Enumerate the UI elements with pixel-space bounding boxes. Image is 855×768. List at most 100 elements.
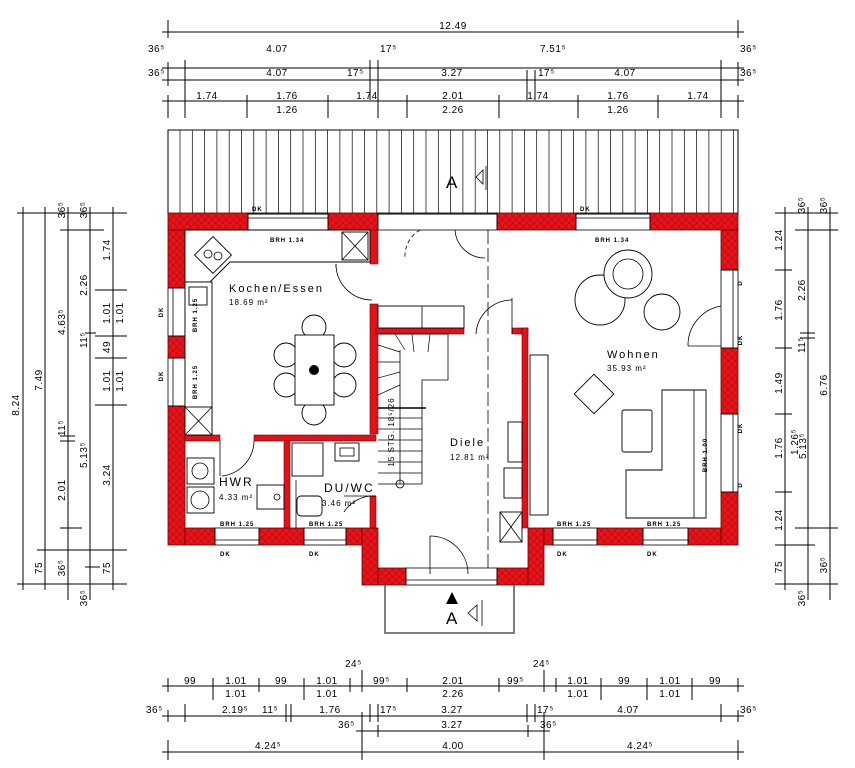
stair-tread — [377, 371, 401, 379]
dim-text: 4.24⁵ — [627, 741, 653, 752]
window-label: DK — [557, 552, 568, 558]
section-marker-label: A — [446, 173, 458, 192]
room-area-kitchen: 18.69 m² — [229, 298, 269, 307]
dim-text: 24⁵ — [533, 659, 550, 670]
dim-text: 11⁵ — [79, 332, 90, 348]
dim-text: 1.76 — [774, 437, 785, 458]
dim-text: 24⁵ — [345, 659, 362, 670]
dim-text: 1.49 — [774, 372, 785, 393]
dim-text: 1.26 — [276, 105, 297, 116]
windows — [167, 212, 739, 586]
dim-text: 1.01 — [102, 302, 113, 323]
window-label: DK — [252, 207, 263, 213]
dim-text: 99⁵ — [373, 676, 390, 687]
dim-text: 1.01 — [659, 689, 680, 700]
dim-text: 7.51⁵ — [540, 44, 566, 55]
dim-text: 2.26 — [442, 105, 463, 116]
room-name-kitchen: Kochen/Essen — [229, 283, 324, 295]
window-label: DK — [309, 552, 320, 558]
dim-text: 36⁵ — [740, 705, 757, 716]
window-label: BRH 1.00 — [703, 438, 709, 472]
roof-overhang — [167, 129, 739, 215]
window-label: DK — [580, 207, 591, 213]
dim-text: 1.74 — [687, 91, 708, 102]
dim-text: 1.01 — [567, 689, 588, 700]
dim-text: 17⁵ — [380, 44, 397, 55]
dim-text: 1.01 — [115, 370, 126, 391]
dim-text: 99 — [618, 676, 630, 687]
window-label: DK — [647, 552, 658, 558]
top-dimensions: 12.49 36⁵ 4.07 17⁵ 7.51⁵ 36⁵ 36⁵ 4.07 17… — [148, 20, 756, 118]
dim-overall-width: 12.49 — [439, 21, 467, 32]
window-labels: DK BRH 1.34 DK BRH 1.34 DK DK BRH 1.25 B… — [159, 207, 744, 558]
stair-label: 15 STG. 18⁵/26 — [387, 397, 396, 466]
dim-text: 99 — [709, 676, 721, 687]
section-marker-label: A — [446, 609, 458, 628]
dim-text: 36⁵ — [148, 44, 165, 55]
dim-text: 1.24 — [774, 509, 785, 530]
dim-text: 4.07 — [266, 44, 287, 55]
dim-text: 36⁵ — [79, 590, 90, 607]
dim-text: 2.19⁵ — [222, 705, 248, 716]
dim-text: 36⁵ — [146, 705, 163, 716]
window-label: BRH 1.34 — [270, 238, 304, 244]
dim-text: 1.01 — [102, 370, 113, 391]
dim-text: 1.01 — [659, 676, 680, 687]
dim-text: 36⁵ — [819, 197, 830, 214]
bottom-dimensions: 99 1.01 99 1.01 24⁵ 99⁵ 2.01 99⁵ 24⁵ 1.0… — [146, 659, 757, 760]
room-name-bath: DU/WC — [324, 481, 375, 495]
dim-text: 2.26 — [79, 274, 90, 295]
dim-text: 36⁵ — [79, 202, 90, 219]
living-furniture — [573, 249, 707, 519]
dim-text: 11⁵ — [797, 337, 808, 353]
sink-icon — [188, 286, 208, 306]
dim-text: 8.24 — [11, 394, 22, 415]
dim-text: 3.27 — [441, 68, 462, 79]
bathroom-furniture — [291, 442, 360, 528]
window-label: BRH 1.25 — [647, 522, 681, 528]
right-dimensions: 1.24 1.76 1.49 1.76 1.24 75 36⁵ 2.26 11⁵… — [774, 197, 838, 607]
dim-text: 99 — [184, 676, 196, 687]
dim-text: 17⁵ — [538, 68, 555, 79]
staircase — [377, 305, 465, 489]
dim-text: 1.76 — [319, 705, 340, 716]
dim-text: 17⁵ — [347, 68, 364, 79]
dim-text: 3.27 — [441, 705, 462, 716]
dim-text: 1.26⁵ — [790, 429, 801, 455]
window-label: BRH 1.25 — [193, 298, 199, 332]
dim-text: 99 — [275, 676, 287, 687]
window-label: BRH 1.25 — [309, 522, 343, 528]
dim-text: 5.13⁵ — [798, 433, 809, 459]
dim-text: 1.74 — [356, 91, 377, 102]
kitchen-furniture — [184, 229, 371, 436]
dim-text: 4.07 — [266, 68, 287, 79]
room-area-bath: 3.46 m² — [322, 499, 356, 508]
dim-text: 4.24⁵ — [255, 741, 281, 752]
dim-text: 99⁵ — [507, 676, 524, 687]
window-label: DK — [738, 335, 744, 346]
dim-text: 1.01 — [225, 689, 246, 700]
dim-text: 1.01 — [225, 676, 246, 687]
dim-text: 36⁵ — [57, 202, 68, 219]
dim-text: 36⁵ — [540, 720, 557, 731]
window-label: BRH 1.25 — [193, 365, 199, 399]
dim-text: 1.74 — [527, 91, 548, 102]
dim-text: 1.74 — [102, 239, 113, 260]
dim-text: 11⁵ — [262, 705, 278, 716]
window-label: DK — [220, 552, 231, 558]
dim-text: 17⁵ — [380, 705, 397, 716]
dim-text: 1.01 — [316, 676, 337, 687]
dim-text: 2.26 — [797, 279, 808, 300]
dim-text: 11⁵ — [57, 420, 68, 436]
hall-furniture — [499, 354, 549, 543]
dim-text: 4.63⁵ — [57, 309, 68, 335]
dim-text: 36⁵ — [797, 197, 808, 214]
window-label: BRH 1.25 — [557, 522, 591, 528]
dim-text: 49 — [102, 341, 113, 353]
hwr-furniture — [186, 457, 285, 514]
window-label: D — [738, 280, 744, 285]
dining-table — [273, 314, 357, 426]
stair-tread — [377, 384, 401, 396]
dim-text: 4.07 — [614, 68, 635, 79]
dim-text: 36⁵ — [797, 590, 808, 607]
